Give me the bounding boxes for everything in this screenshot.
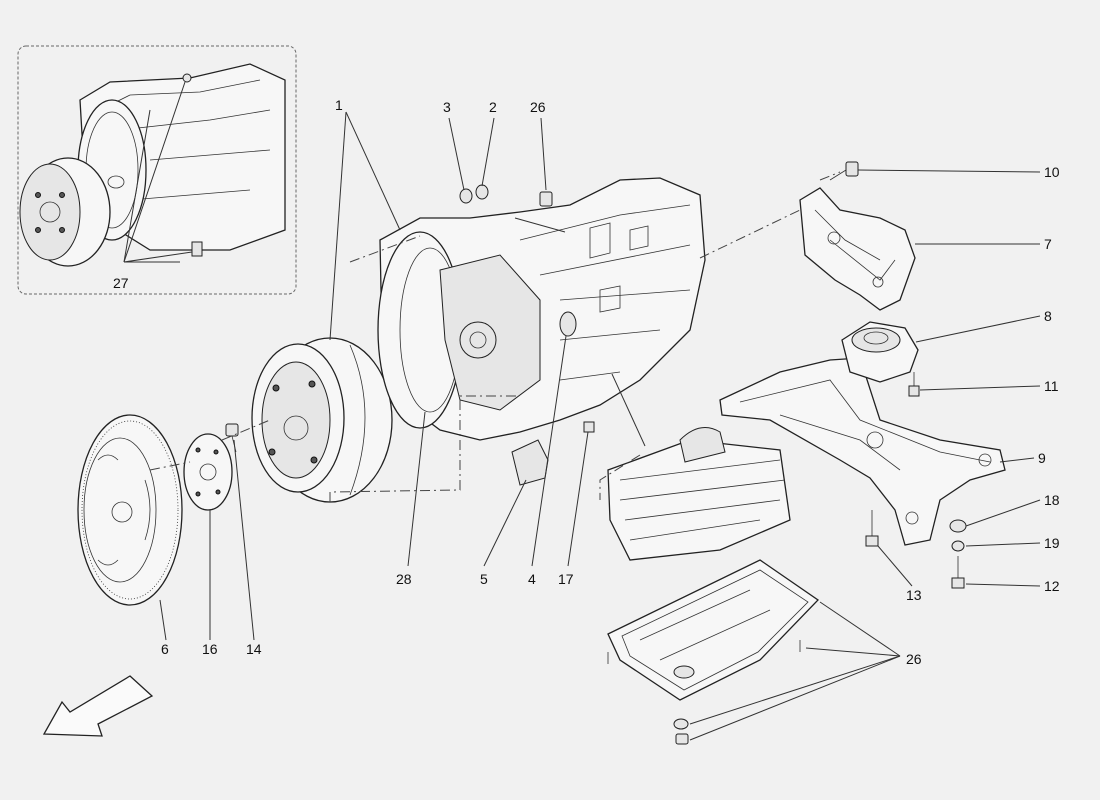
alignment-lines xyxy=(149,171,841,502)
flywheel xyxy=(77,414,183,606)
callout-18: 18 xyxy=(1044,492,1060,508)
callout-labels: 1 2 3 26 10 7 8 11 9 18 19 12 13 26 28 5… xyxy=(161,97,1060,667)
pad xyxy=(511,439,549,486)
leader-lines xyxy=(159,111,1041,741)
direction-arrow-icon xyxy=(42,675,154,737)
bolt-11 xyxy=(908,372,920,397)
valve-body xyxy=(607,427,791,561)
callout-1: 1 xyxy=(335,97,343,113)
callout-14: 14 xyxy=(246,641,262,657)
bolt-10 xyxy=(829,161,859,181)
transmission-mount xyxy=(841,321,919,383)
callout-9: 9 xyxy=(1038,450,1046,466)
callout-28: 28 xyxy=(396,571,412,587)
bolt-13 xyxy=(865,510,879,547)
callout-12: 12 xyxy=(1044,578,1060,594)
drive-plate xyxy=(183,433,233,511)
torque-converter xyxy=(251,337,393,503)
plug-26-top xyxy=(539,191,553,207)
callout-7: 7 xyxy=(1044,236,1052,252)
callout-26-bottom: 26 xyxy=(906,651,922,667)
transmission-housing xyxy=(377,177,706,441)
bolt-12 xyxy=(951,556,965,589)
callout-10: 10 xyxy=(1044,164,1060,180)
callout-11: 11 xyxy=(1044,378,1059,394)
callout-4: 4 xyxy=(528,571,536,587)
mount-bracket xyxy=(799,187,916,311)
callout-16: 16 xyxy=(202,641,218,657)
callout-27: 27 xyxy=(113,275,129,291)
callout-19: 19 xyxy=(1044,535,1060,551)
callout-17: 17 xyxy=(558,571,574,587)
callout-2: 2 xyxy=(489,99,497,115)
washers-18-19 xyxy=(949,519,967,552)
inset-detail-view: 27 xyxy=(17,45,297,295)
callout-8: 8 xyxy=(1044,308,1052,324)
callout-13: 13 xyxy=(906,587,922,603)
callout-26-top: 26 xyxy=(530,99,546,115)
nuts-2-3 xyxy=(459,184,489,204)
callout-6: 6 xyxy=(161,641,169,657)
oil-pan xyxy=(607,559,820,745)
callout-3: 3 xyxy=(443,99,451,115)
callout-5: 5 xyxy=(480,571,488,587)
